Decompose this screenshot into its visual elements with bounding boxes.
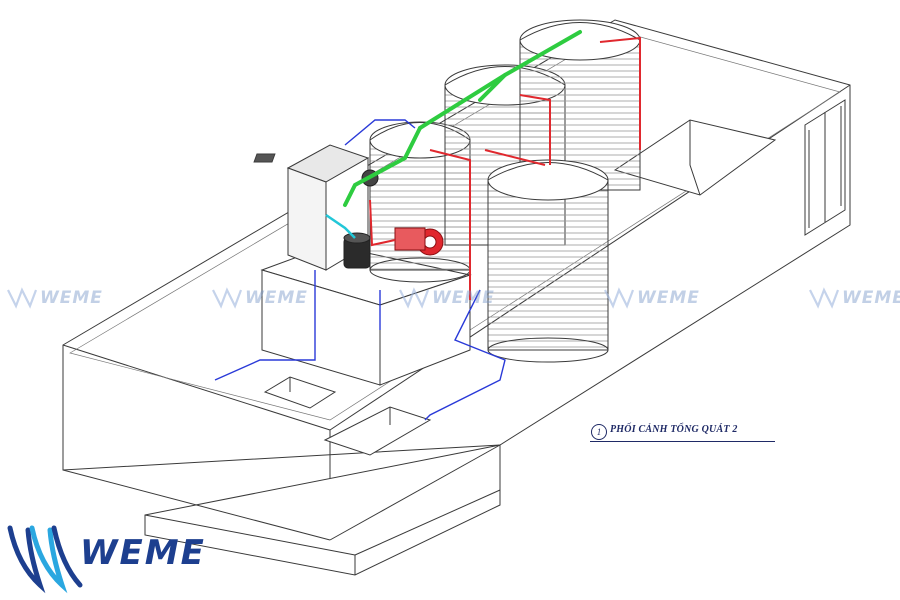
front-pit-right xyxy=(323,406,432,456)
brand-logo-icon xyxy=(7,525,83,594)
watermark-text: WEME xyxy=(245,288,308,308)
rear-pit xyxy=(613,119,777,196)
caption-title: PHỐI CẢNH TỔNG QUÁT 2 xyxy=(610,424,738,435)
watermark-text: WEME xyxy=(842,288,900,308)
pump-red xyxy=(394,227,444,256)
front-pit-left xyxy=(263,376,337,409)
caption-underline xyxy=(590,441,775,442)
pipe-red xyxy=(369,36,641,300)
caption-number: 1 xyxy=(591,424,607,440)
watermark-glyphs xyxy=(7,287,840,309)
wall-window xyxy=(804,99,846,236)
watermark-text: WEME xyxy=(40,288,103,308)
watermark-text: WEME xyxy=(432,288,495,308)
watermark-text: WEME xyxy=(637,288,700,308)
pipe-cyan xyxy=(325,213,356,239)
filter-housing xyxy=(343,232,371,269)
pipe-green xyxy=(343,30,582,207)
brand-logo-text: WEME xyxy=(80,533,206,573)
pipe-blue xyxy=(214,119,506,421)
water-tank-4 xyxy=(487,159,609,363)
